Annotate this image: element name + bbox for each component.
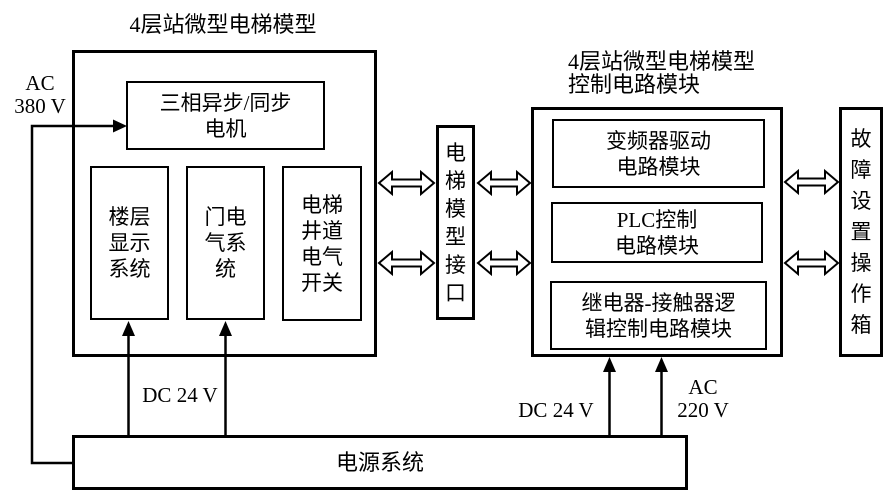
elevator-model-interface-box: 电 梯 模 型 接 口 [436,125,475,320]
bidirectional-arrow-icon [476,169,532,197]
motor-box: 三相异步/同步 电机 [126,81,325,150]
dc24-up-arrow-control [603,357,616,435]
plc-box: PLC控制 电路模块 [551,202,763,263]
bidirectional-arrow-icon [783,168,840,196]
left-unit-title: 4层站微型电梯模型 [129,12,317,37]
inverter-label: 变频器驱动 电路模块 [606,128,711,179]
up-arrowhead-icon [655,357,668,372]
bidirectional-arrow-icon [476,249,532,277]
ac-220v-label: AC 220 V [677,375,729,422]
power-system-label: 电源系统 [335,449,424,475]
floor-display-box: 楼层 显示 系统 [90,166,169,320]
door-electrical-label: 门电 气系 统 [204,205,247,281]
relay-logic-box: 继电器-接触器逻 辑控制电路模块 [550,281,767,350]
inverter-box: 变频器驱动 电路模块 [552,119,765,188]
bidirectional-arrow-icon [377,249,436,277]
fault-setting-label: 故 障 设 置 操 作 箱 [850,126,872,337]
relay-logic-label: 继电器-接触器逻 辑控制电路模块 [581,290,736,341]
elevator-model-interface-label: 电 梯 模 型 接 口 [445,140,466,305]
bidirectional-arrow-icon [377,169,436,197]
dc-24v-left-label: DC 24 V [142,383,218,407]
motor-label: 三相异步/同步 电机 [159,90,292,141]
control-unit-title-line2: 控制电路模块 [568,72,701,97]
power-system-box: 电源系统 [72,435,688,490]
ac-380v-label: AC 380 V [14,71,66,118]
floor-display-label: 楼层 显示 系统 [108,205,151,281]
dc-24v-right-label: DC 24 V [518,398,594,422]
door-electrical-box: 门电 气系 统 [186,166,265,320]
plc-label: PLC控制 电路模块 [615,207,699,258]
shaft-switch-label: 电梯 井道 电气 开关 [301,192,343,295]
control-unit-title-line1: 4层站微型电梯模型 [568,49,756,74]
control-unit-title: 4层站微型电梯模型控制电路模块 [568,50,788,96]
bidirectional-arrow-icon [783,249,840,277]
shaft-switch-box: 电梯 井道 电气 开关 [282,166,362,321]
fault-setting-box: 故 障 设 置 操 作 箱 [839,107,883,357]
up-arrowhead-icon [603,357,616,372]
